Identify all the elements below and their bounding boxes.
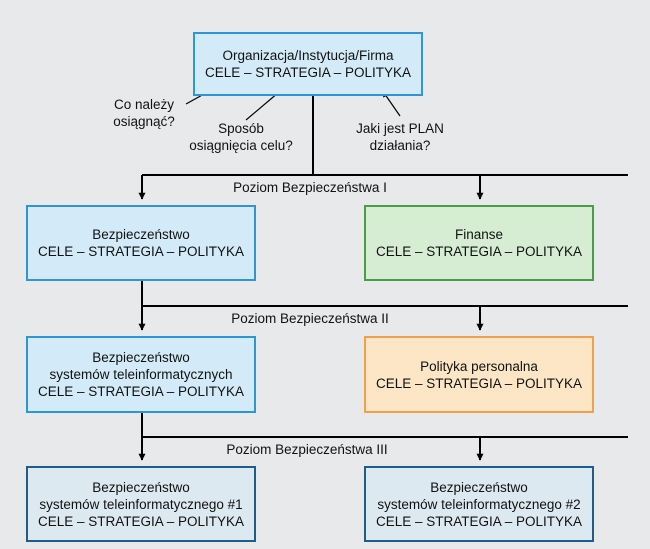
question-how: Sposób osiągnięcia celu? <box>189 121 293 153</box>
ict-system-2-box: Bezpieczeństwo systemów teleinformatyczn… <box>364 466 594 542</box>
personnel-policy-box: Polityka personalna CELE – STRATEGIA – P… <box>364 336 594 413</box>
ict-system-1-box: Bezpieczeństwo systemów teleinformatyczn… <box>26 466 256 542</box>
organization-goals: CELE – STRATEGIA – POLITYKA <box>204 65 412 80</box>
level3-label: Poziom Bezpieczeństwa III <box>226 442 388 457</box>
security-box: Bezpieczeństwo CELE – STRATEGIA – POLITY… <box>26 205 256 281</box>
organization-title: Organizacja/Instytucja/Firma <box>222 48 394 63</box>
level2-label: Poziom Bezpieczeństwa II <box>231 311 389 326</box>
question-plan: Jaki jest PLAN działania? <box>356 121 444 153</box>
ict-security-box: Bezpieczeństwo systemów teleinformatyczn… <box>26 336 256 413</box>
question-what: Co należy osiągnąć? <box>113 97 175 129</box>
level1-label: Poziom Bezpieczeństwa I <box>233 180 387 195</box>
organization-box: Organizacja/Instytucja/Firma CELE – STRA… <box>193 32 423 96</box>
finance-box: Finanse CELE – STRATEGIA – POLITYKA <box>364 205 594 281</box>
